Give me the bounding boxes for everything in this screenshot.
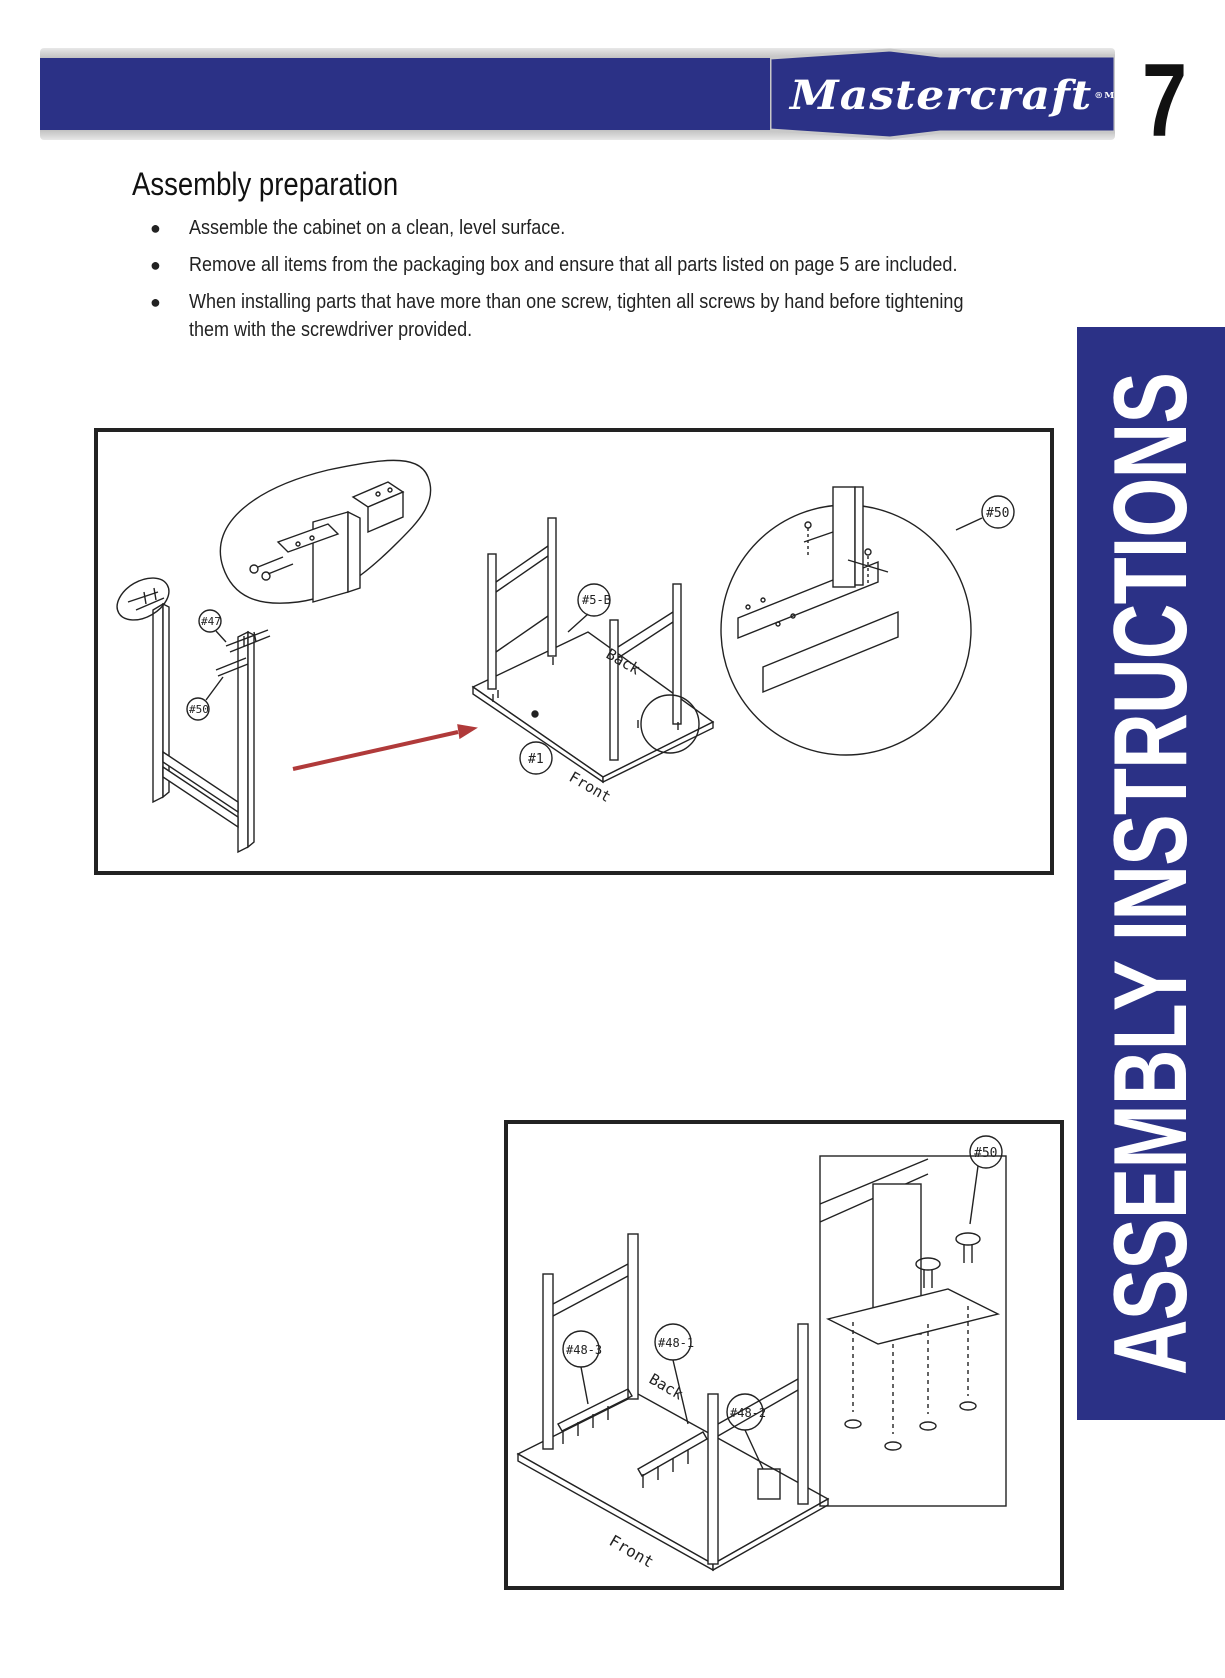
leg-frame-drawing [116,577,271,854]
assembly-figure-1: #47 #50 #5-B #1 #50 Back Front [94,428,1054,875]
callout-5b: #5-B [582,593,611,607]
callout-47: #47 [201,615,221,628]
table-frame-drawing [516,1233,830,1572]
callout-50-fig2: #50 [974,1146,997,1161]
bullet-icon: ● [150,218,161,238]
page-number: 7 [1142,43,1188,159]
bracket-detail-drawing [219,459,432,604]
callout-50-detail: #50 [986,506,1009,521]
pointer-arrowhead [457,724,478,740]
callout-1: #1 [528,752,544,767]
callout-48-3: #48-3 [566,1343,602,1357]
callout-50: #50 [189,703,209,716]
assembly-figure-2: #48-3 #48-1 #48-2 #50 Back Front [504,1120,1064,1590]
list-item-text: Remove all items from the packaging box … [189,254,958,276]
section-title: Assembly preparation [132,166,399,202]
list-item: ● Remove all items from the packaging box… [150,251,970,279]
foot-plate-detail-drawing [819,1155,1007,1507]
brand-tab [770,48,1115,140]
corner-detail-drawing [720,486,972,756]
instruction-list: ● Assemble the cabinet on a clean, level … [150,214,970,353]
callout-48-1: #48-1 [658,1336,694,1350]
list-item-text: Assemble the cabinet on a clean, level s… [189,217,566,239]
callout-48-2: #48-2 [730,1406,766,1420]
list-item-text: When installing parts that have more tha… [189,291,964,341]
brand-logo: Mastercraft®MD [790,72,1125,119]
side-tab [1077,327,1225,1420]
list-item: ● Assemble the cabinet on a clean, level … [150,214,970,242]
table-top-drawing [471,517,715,784]
list-item: ● When installing parts that have more th… [150,288,970,344]
bullet-icon: ● [150,292,161,312]
label-front-fig2: Front [606,1531,657,1572]
pointer-arrow [292,730,459,771]
bullet-icon: ● [150,255,161,275]
label-back-fig2: Back [646,1370,686,1404]
